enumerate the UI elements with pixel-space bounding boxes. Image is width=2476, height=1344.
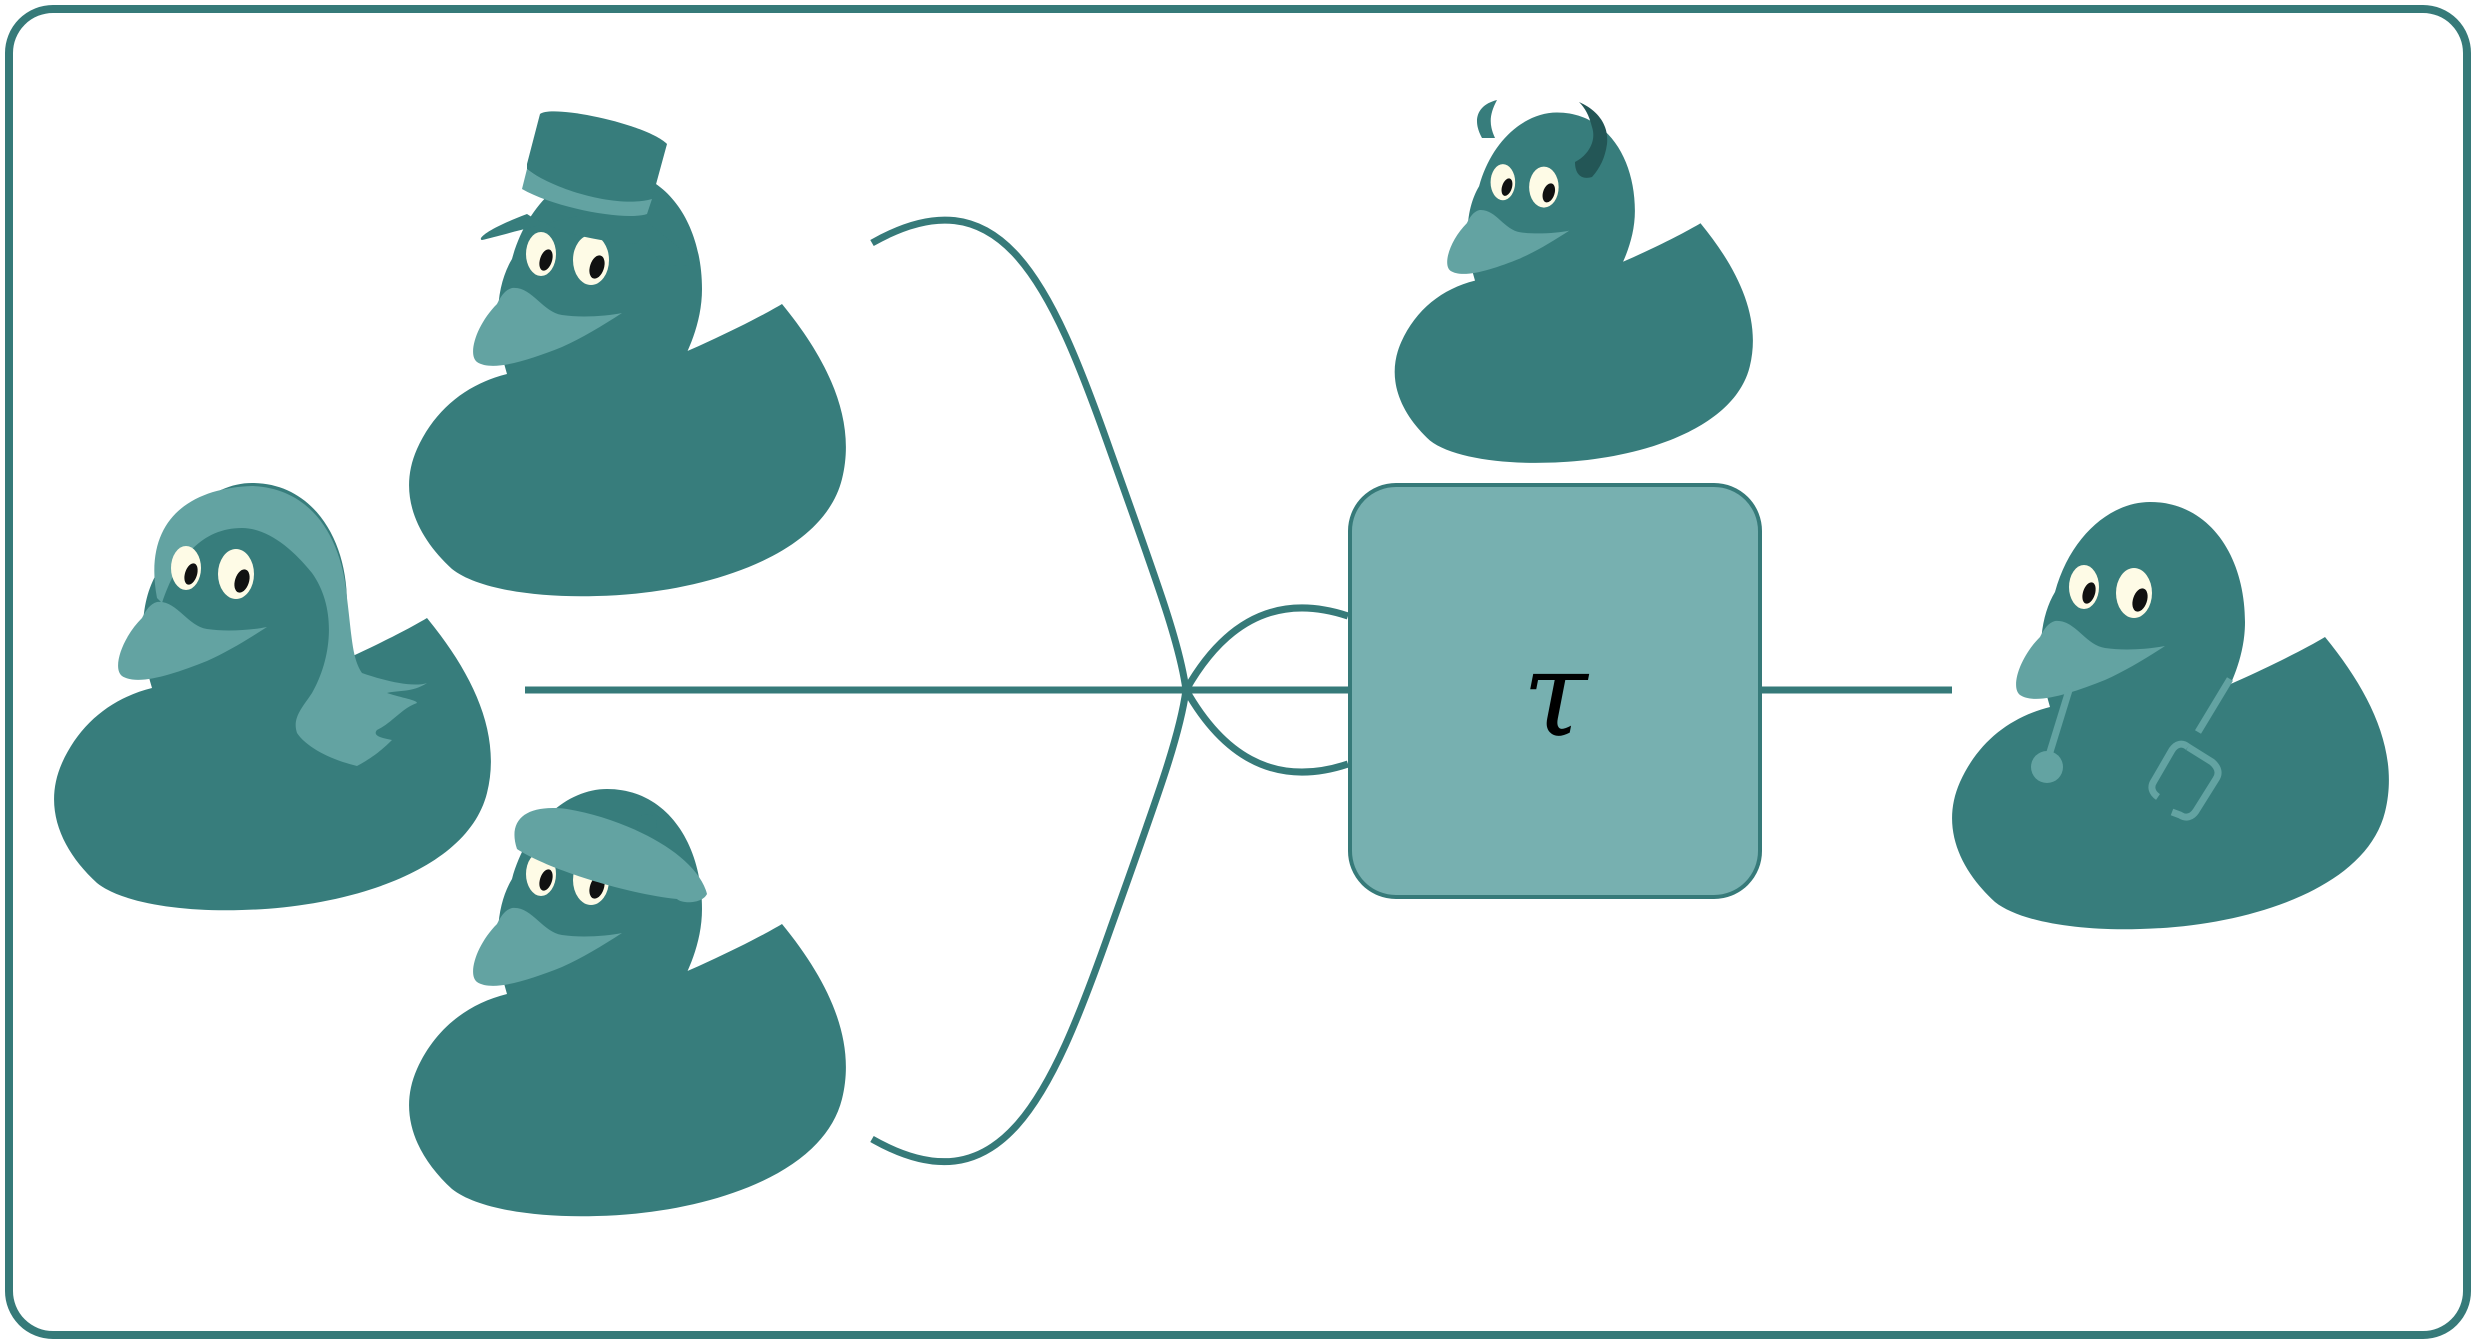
wire-layer — [525, 216, 1952, 1166]
top-hat-icon — [480, 111, 694, 267]
tau-label: τ — [1522, 625, 1589, 763]
lower-braid-wire — [870, 679, 1350, 1166]
tau-gate: τ — [1348, 483, 1762, 899]
duck-doctor — [1952, 502, 2389, 930]
duck-long-hair — [54, 483, 491, 911]
duck-beret — [409, 789, 846, 1217]
beret-icon — [514, 808, 707, 903]
duck-top-hat — [409, 111, 846, 597]
outer-frame — [5, 5, 2471, 1339]
stethoscope-icon — [2031, 677, 2233, 821]
upper-braid-wire — [870, 216, 1350, 701]
long-hair-icon — [154, 486, 427, 766]
devil-horns-icon — [1477, 100, 1608, 178]
duck-devil — [1394, 100, 1753, 463]
tau-box — [1348, 483, 1762, 899]
